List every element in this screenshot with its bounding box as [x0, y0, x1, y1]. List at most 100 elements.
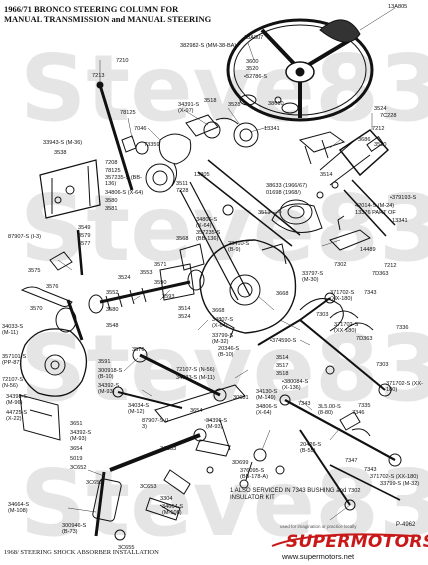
- label-3668-mid: 3668: [212, 308, 225, 314]
- label-7343-c: 7343: [364, 467, 377, 473]
- label-3c652: 3C652: [70, 465, 87, 471]
- label-3654-upper: 3654: [190, 408, 203, 414]
- label-7d363-upper: 7D363: [372, 271, 389, 277]
- label-13a805: 13A805: [388, 4, 408, 10]
- mast-jacket-drawing: [316, 129, 396, 237]
- steering-gear-drawing: [20, 159, 101, 341]
- label-34392s-lower: 34392-S (M-93): [70, 430, 92, 442]
- label-3513: 3513: [258, 210, 271, 216]
- label-3a533: 3A533: [160, 446, 177, 452]
- logo-note: used for imagination or practice locally: [280, 524, 357, 529]
- label-34806s-upper: 34806-S (X-64): [105, 190, 144, 196]
- label-379193s: •379193-S: [390, 195, 417, 201]
- service-footnote: 1 ALSO SERVICED IN 7343 BUSHING and INSU…: [230, 488, 347, 501]
- label-3590: 3590: [154, 280, 167, 286]
- label-34391s: 34391-S (X-97): [178, 102, 200, 114]
- label-7343-a: 7343: [364, 290, 377, 296]
- label-72107s-left: 72107-S (N-56): [2, 377, 24, 389]
- label-13341-part: 13341: [392, 218, 408, 224]
- label-7303-upper: 7303: [316, 312, 329, 318]
- label-3514-upper: 3514: [320, 172, 333, 178]
- label-3538: 3538: [54, 150, 67, 156]
- label-7302-lower: 7302: [348, 488, 361, 494]
- label-7d363-mid: 7D363: [356, 336, 373, 342]
- label-357235s-upper: 357235-S (BB-136): [105, 175, 143, 187]
- label-13341-top: 13341: [264, 126, 280, 132]
- label-3l500s: 3L5.00-S (8-80): [318, 404, 341, 416]
- label-3651-upper: 3651: [70, 421, 83, 427]
- pitman-arm-drawing: [112, 347, 246, 423]
- label-7336: 7336: [396, 325, 409, 331]
- steering-column-drawing: [179, 159, 301, 301]
- figure-code: P-4962: [396, 522, 416, 528]
- label-34806s-lower: 34806-S (X-64): [256, 404, 278, 416]
- label-7343-b: 7343: [298, 401, 311, 407]
- label-3d699: 3D699: [232, 460, 249, 466]
- label-371702s-d: 371702-S (XX-180): [370, 474, 419, 480]
- fasteners-drawing: [195, 419, 285, 489]
- label-5019: 5019: [70, 456, 83, 462]
- label-7303-mid: 7303: [376, 362, 389, 368]
- label-3530: 3530: [374, 142, 387, 148]
- label-01698: 01698 (1968/): [266, 190, 301, 196]
- label-78125-lower: 78125: [105, 168, 121, 174]
- label-73359: 73359: [144, 142, 160, 148]
- label-371702s-b: 371702-S (XX-180): [334, 322, 359, 334]
- label-34806s-mid: 34806-S (X-64): [196, 217, 218, 229]
- label-3518-low: 3518: [276, 371, 289, 377]
- insulator-drawing: [329, 215, 371, 251]
- label-34396s: 34396-S (M-93): [206, 418, 228, 430]
- label-33943s: 33943-S (M-36): [43, 140, 83, 146]
- figure-caption: 1968/ STEERING SHOCK ABSORBER INSTALLATI…: [4, 549, 159, 556]
- label-33799s-lower: 33799-S (M-32): [380, 481, 420, 487]
- title-line-1: 1966/71 BRONCO STEERING COLUMN FOR: [4, 4, 179, 14]
- logo-brand: SUPERMOTORS: [286, 532, 428, 552]
- label-34033s-upper: 34033-S (M-11): [2, 324, 24, 336]
- label-3514-mid: 3514: [178, 306, 191, 312]
- label-3524-top: 3524: [374, 106, 387, 112]
- logo-url[interactable]: www.supermotors.net: [282, 552, 355, 561]
- label-34033s-mid: 34033-S (M-11): [176, 375, 215, 381]
- label-3528: 3528: [228, 102, 241, 108]
- label-3552: 3552: [106, 290, 119, 296]
- label-3553: 3553: [140, 270, 153, 276]
- leader-lines: [57, 7, 396, 521]
- label-87907s-lower: 87907-S (I-3): [142, 418, 170, 430]
- label-3577: 3577: [78, 241, 91, 247]
- label-78125-upper: 78125: [120, 110, 136, 116]
- label-38610: 38610: [268, 101, 284, 107]
- label-3524-mid: 3524: [118, 275, 131, 281]
- label-34392s-upper: 34392-S (M-93): [98, 383, 120, 395]
- gear-box-drawing: [199, 239, 297, 339]
- label-72107s-mid: 72107-S (N-56): [176, 367, 215, 373]
- label-7228: 7228: [176, 188, 189, 194]
- gear-housing-drawing: [19, 328, 88, 441]
- label-7213: 7213: [92, 73, 105, 79]
- supermotors-logo[interactable]: used for imagination or practice locally…: [268, 524, 428, 565]
- label-13a807: 13A807: [244, 35, 264, 41]
- label-7210: 7210: [116, 58, 129, 64]
- label-38633: 38633 (1966/67): [266, 183, 308, 189]
- label-3654-lower: 3654: [70, 446, 83, 452]
- label-3668-upper: 3668: [276, 291, 289, 297]
- label-20346s: 20346-S (B-10): [218, 346, 240, 358]
- label-376095s: 376095-S (BB-178-A): [240, 468, 268, 480]
- label-3518-top: 3518: [204, 98, 217, 104]
- label-3548: 3548: [106, 323, 119, 329]
- tie-rod-drawing: [257, 292, 402, 467]
- label-300946s: 300946-S (B-73): [62, 523, 87, 535]
- label-3568: 3568: [176, 236, 189, 242]
- label-7347: 7347: [345, 458, 358, 464]
- label-3580-mid: 3580: [106, 307, 119, 313]
- label-34664s-right: 34664-S (M-108): [162, 504, 184, 516]
- shock-absorber-drawing: [92, 428, 207, 541]
- label-3593: 3593: [162, 294, 175, 300]
- label-87907s-upper: 87907-S (I-3): [8, 234, 41, 240]
- label-33799s-upper: 33799-S (M-32): [212, 333, 234, 345]
- worm-shaft-drawing: [88, 243, 205, 314]
- diagram-title: 1966/71 BRONCO STEERING COLUMN FOR MANUA…: [4, 4, 211, 24]
- label-3570: 3570: [30, 306, 43, 312]
- label-34034s: 34034-S (M-12): [128, 403, 150, 415]
